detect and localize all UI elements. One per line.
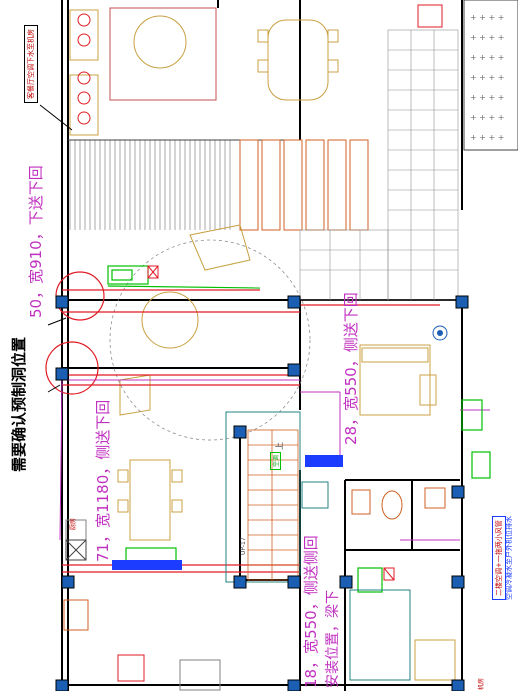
label-machine-room: 机房 [478, 677, 485, 690]
annotation-duct-low: 18，宽550，侧送侧回 [302, 535, 320, 688]
bathroom-fixtures [351, 487, 446, 520]
tiled-floor [299, 29, 459, 301]
svg-text:+ + + +: + + + + [470, 13, 504, 22]
pipes-purple [59, 379, 490, 541]
blue-unit-2 [112, 560, 182, 570]
svg-text:+ + + +: + + + + [470, 33, 504, 42]
annotation-check-opening: 需要确认预制洞位置 [10, 336, 28, 472]
annotation-unit-note-2: 空调冷凝水至户外机位排水 [505, 516, 513, 600]
label-up: 上 [275, 442, 284, 450]
blue-unit-1 [305, 455, 343, 467]
pillars [55, 295, 469, 691]
leader-line-opening-2 [47, 384, 61, 393]
terrace-hatch [69, 140, 231, 230]
benches [239, 139, 369, 231]
annotation-duct-mid: 71，宽1180，侧送下回 [94, 399, 112, 562]
annotation-ceiling-note: 客餐厅空调下水至机房 [24, 25, 38, 103]
annotation-duct-top: 50，宽910，下送下回 [27, 165, 45, 318]
annotation-install-position: 安装位置，梁下 [325, 590, 341, 688]
svg-text:+ + + +: + + + + [470, 53, 504, 62]
leader-line-ceiling [39, 104, 73, 131]
svg-text:+ + + +: + + + + [470, 93, 504, 102]
plants-area [69, 9, 99, 136]
label-stair: UP-17 [240, 537, 247, 555]
label-kitchen: 厨房 [70, 517, 77, 530]
staircase [247, 429, 299, 581]
svg-text:+ + + +: + + + + [470, 133, 504, 142]
partitions [225, 411, 411, 681]
svg-text:+ + + +: + + + + [470, 73, 504, 82]
gravel-area: + + + + + + + + + + + + + + + + + + + + … [463, 0, 518, 151]
ac-units-green [107, 265, 491, 593]
label-ac-green: 空调 [270, 451, 281, 470]
svg-text:+ + + +: + + + + [470, 113, 504, 122]
annotation-duct-right: 28，宽550，侧送下回 [342, 292, 360, 445]
leader-line-opening-1 [47, 317, 67, 326]
living-furniture [117, 224, 456, 681]
